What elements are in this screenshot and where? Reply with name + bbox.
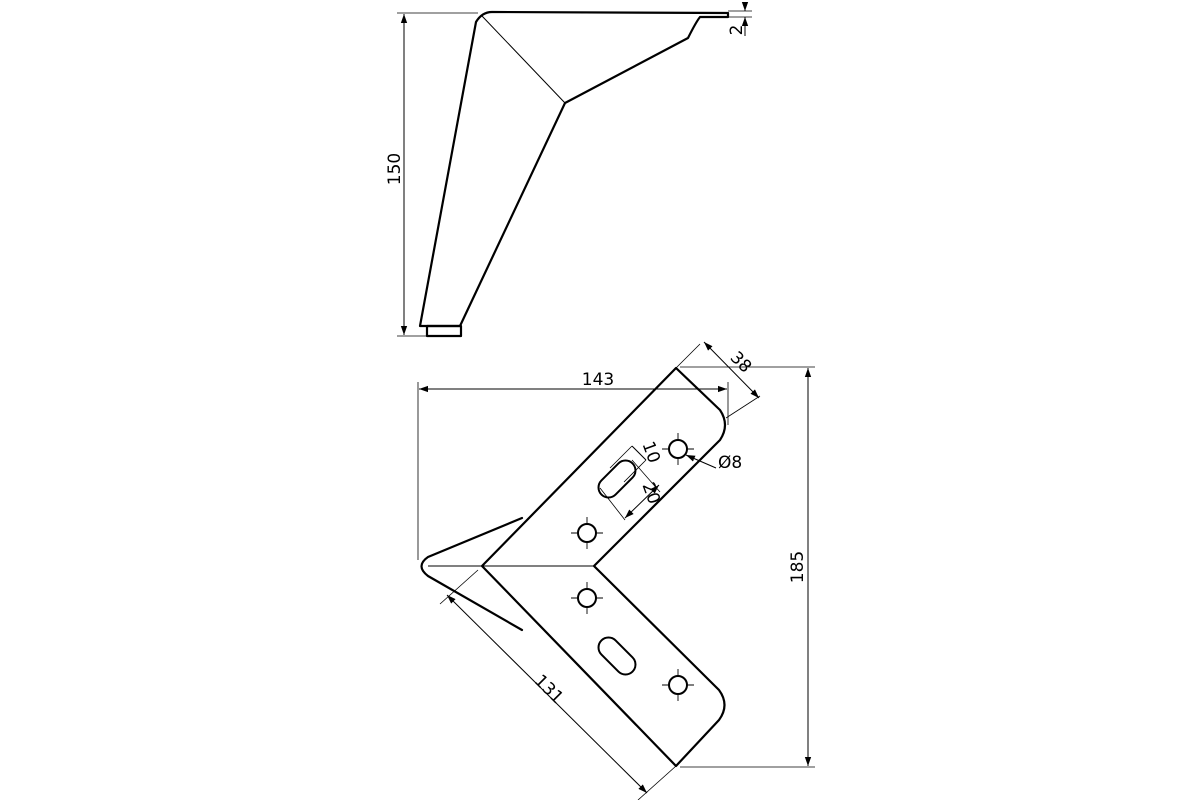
arm-width-dim-line xyxy=(703,341,760,399)
slot-width-dim-line xyxy=(631,445,647,461)
overall-width-label: 143 xyxy=(582,370,614,390)
arm-length-dim-line xyxy=(446,594,648,794)
arm-length-ext-lower xyxy=(637,765,677,800)
top-offset-label: 2 xyxy=(727,25,747,36)
slot-width-label: 10 xyxy=(638,439,664,466)
slot-upper xyxy=(597,459,637,499)
hole-lower-right xyxy=(662,669,694,701)
hole-lower-left-circle xyxy=(577,588,597,608)
side-view: 150 2 xyxy=(385,2,752,338)
top-view-bracket-outline xyxy=(480,366,727,768)
slot-width-ext-a xyxy=(609,445,633,469)
hole-lower-right-circle xyxy=(668,675,688,695)
arm-width-ext-lower xyxy=(725,395,761,419)
arm-width-ext-upper xyxy=(675,343,701,369)
slot-length-dim-line xyxy=(624,484,660,519)
side-height-label: 150 xyxy=(385,153,405,185)
arm-width-label: 38 xyxy=(726,348,755,377)
slot-length-ext-a xyxy=(599,487,626,521)
hole-lower-left xyxy=(571,582,603,614)
slot-length-label: 20 xyxy=(638,480,664,507)
slot-lower xyxy=(597,636,637,676)
arm-length-ext-upper xyxy=(439,569,479,605)
hole-upper-left-circle xyxy=(577,523,597,543)
hole-diameter-leader xyxy=(685,454,717,469)
top-view-flange xyxy=(420,516,524,632)
side-view-foot-pad xyxy=(425,324,463,338)
overall-height-label: 185 xyxy=(788,551,808,583)
side-view-outline xyxy=(418,10,730,328)
slot-width-ext-b xyxy=(623,459,647,483)
arm-length-label: 131 xyxy=(530,671,567,708)
side-view-bevel-line xyxy=(481,15,566,104)
hole-diameter-label: Ø8 xyxy=(718,453,742,473)
hole-upper-right xyxy=(662,433,694,465)
top-view: 143 38 10 20 Ø8 185 131 xyxy=(417,341,815,800)
hole-upper-left xyxy=(571,517,603,549)
hole-upper-right-circle xyxy=(668,439,688,459)
